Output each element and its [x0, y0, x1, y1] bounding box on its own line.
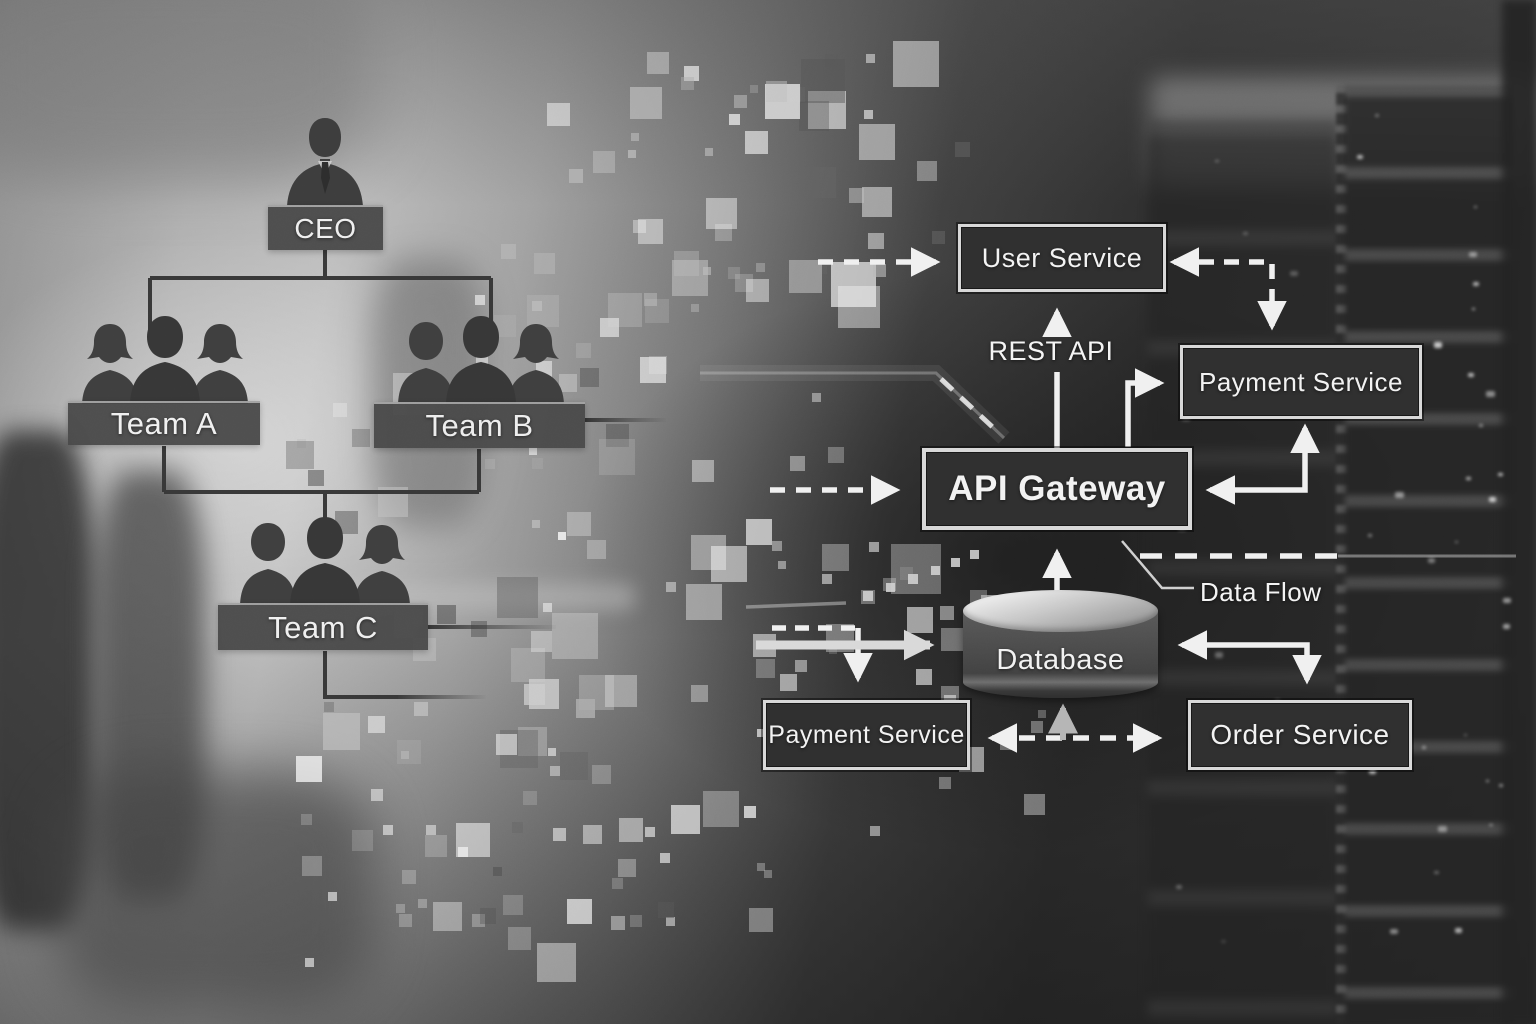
payment-service-top-node: Payment Service [1180, 345, 1422, 419]
team-a-node: Team A [68, 401, 260, 445]
team-b-people-icon [398, 316, 564, 404]
payment-service-bottom-label: Payment Service [768, 720, 965, 749]
database-label: Database [996, 643, 1125, 676]
ceo-label: CEO [294, 212, 357, 244]
api-gateway-node: API Gateway [922, 448, 1192, 530]
payment-service-top-label: Payment Service [1198, 366, 1404, 397]
office-furniture-blur [55, 770, 375, 1010]
team-a-people-icon [82, 316, 248, 404]
order-service-label: Order Service [1210, 719, 1390, 750]
server-rack-face [1345, 85, 1513, 1024]
ceo-node: CEO [268, 205, 383, 250]
ceo-person-icon [287, 118, 363, 206]
order-service-node: Order Service [1188, 700, 1412, 770]
data-flow-label: Data Flow [1200, 577, 1322, 607]
team-c-people-icon [240, 517, 410, 605]
team-c-label: Team C [268, 609, 378, 645]
team-c-node: Team C [218, 603, 428, 650]
payment-service-bottom-node: Payment Service [763, 700, 970, 770]
database-node: Database [963, 590, 1158, 698]
team-b-label: Team B [425, 408, 534, 443]
team-b-node: Team B [374, 402, 585, 448]
api-gateway-label: API Gateway [948, 469, 1166, 508]
server-rack-edge [1502, 0, 1536, 1024]
rest-api-label: REST API [988, 336, 1114, 366]
user-service-label: User Service [981, 242, 1143, 273]
user-service-node: User Service [958, 224, 1166, 292]
team-a-label: Team A [110, 406, 218, 441]
